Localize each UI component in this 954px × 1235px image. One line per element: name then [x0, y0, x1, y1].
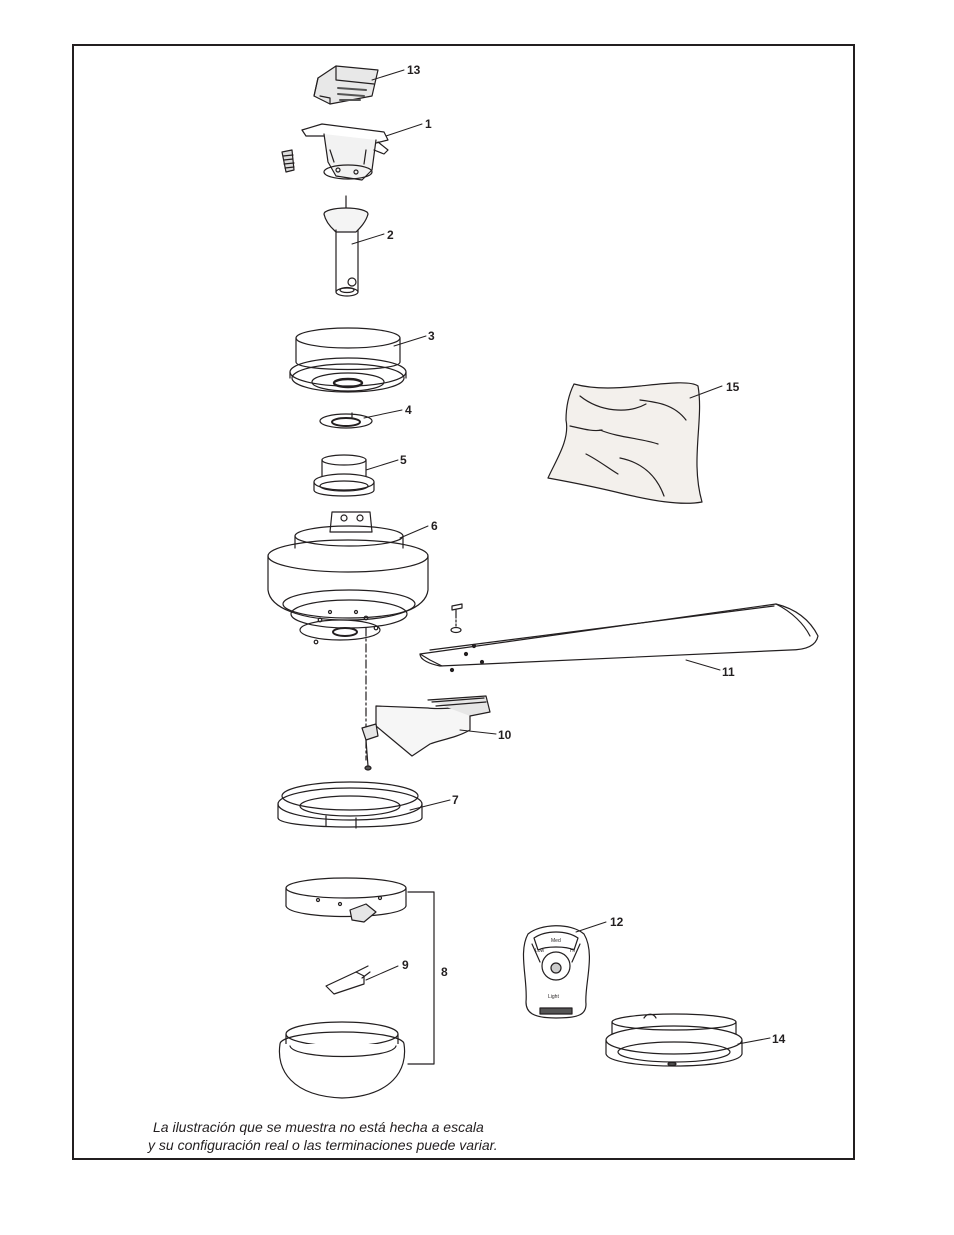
- disclaimer-line-2: y su configuración real o las terminacio…: [148, 1137, 498, 1153]
- label-part-1: 1: [425, 117, 432, 131]
- wall-mount-base: [605, 1013, 743, 1067]
- label-part-10: 10: [498, 728, 512, 742]
- light-glass: [278, 1021, 406, 1099]
- label-part-3: 3: [428, 329, 435, 343]
- label-part-14: 14: [772, 1032, 786, 1046]
- label-part-8: 8: [441, 965, 448, 979]
- light-kit-plate: [285, 877, 407, 923]
- wire-connector: [281, 149, 295, 173]
- coupling-cover: [313, 454, 375, 497]
- remote-button-med: Med: [551, 938, 561, 944]
- label-part-13: 13: [407, 63, 421, 77]
- label-part-15: 15: [726, 380, 740, 394]
- blade-screw: [450, 603, 463, 634]
- remote-control: [522, 925, 591, 1019]
- receiver-unit: [313, 65, 379, 105]
- scale-disclaimer: La ilustración que se muestra no está he…: [148, 1118, 568, 1154]
- label-part-4: 4: [405, 403, 412, 417]
- label-part-9: 9: [402, 958, 409, 972]
- fan-blade: [419, 603, 819, 673]
- cleaning-cloth: [547, 382, 703, 504]
- diagram-frame: [72, 44, 855, 1160]
- mounting-bracket: [301, 123, 389, 181]
- remote-button-light: Light: [548, 994, 559, 1000]
- light-bulb: [325, 965, 371, 995]
- remote-button-low: Low: [535, 948, 545, 954]
- label-part-2: 2: [387, 228, 394, 242]
- motor-housing: [267, 511, 429, 645]
- disclaimer-line-1: La ilustración que se muestra no está he…: [153, 1119, 484, 1135]
- part-8-bracket: [407, 891, 435, 1065]
- downrod: [323, 195, 369, 297]
- label-part-12: 12: [610, 915, 624, 929]
- remote-button-hi: Hi: [570, 948, 575, 954]
- switch-housing-ring: [277, 781, 423, 829]
- label-part-5: 5: [400, 453, 407, 467]
- canopy-ring: [319, 412, 373, 429]
- canopy: [289, 327, 407, 393]
- leader-lines: [351, 69, 771, 1045]
- label-part-7: 7: [452, 793, 459, 807]
- label-part-6: 6: [431, 519, 438, 533]
- label-part-11: 11: [722, 665, 735, 679]
- blade-arm: [361, 695, 491, 771]
